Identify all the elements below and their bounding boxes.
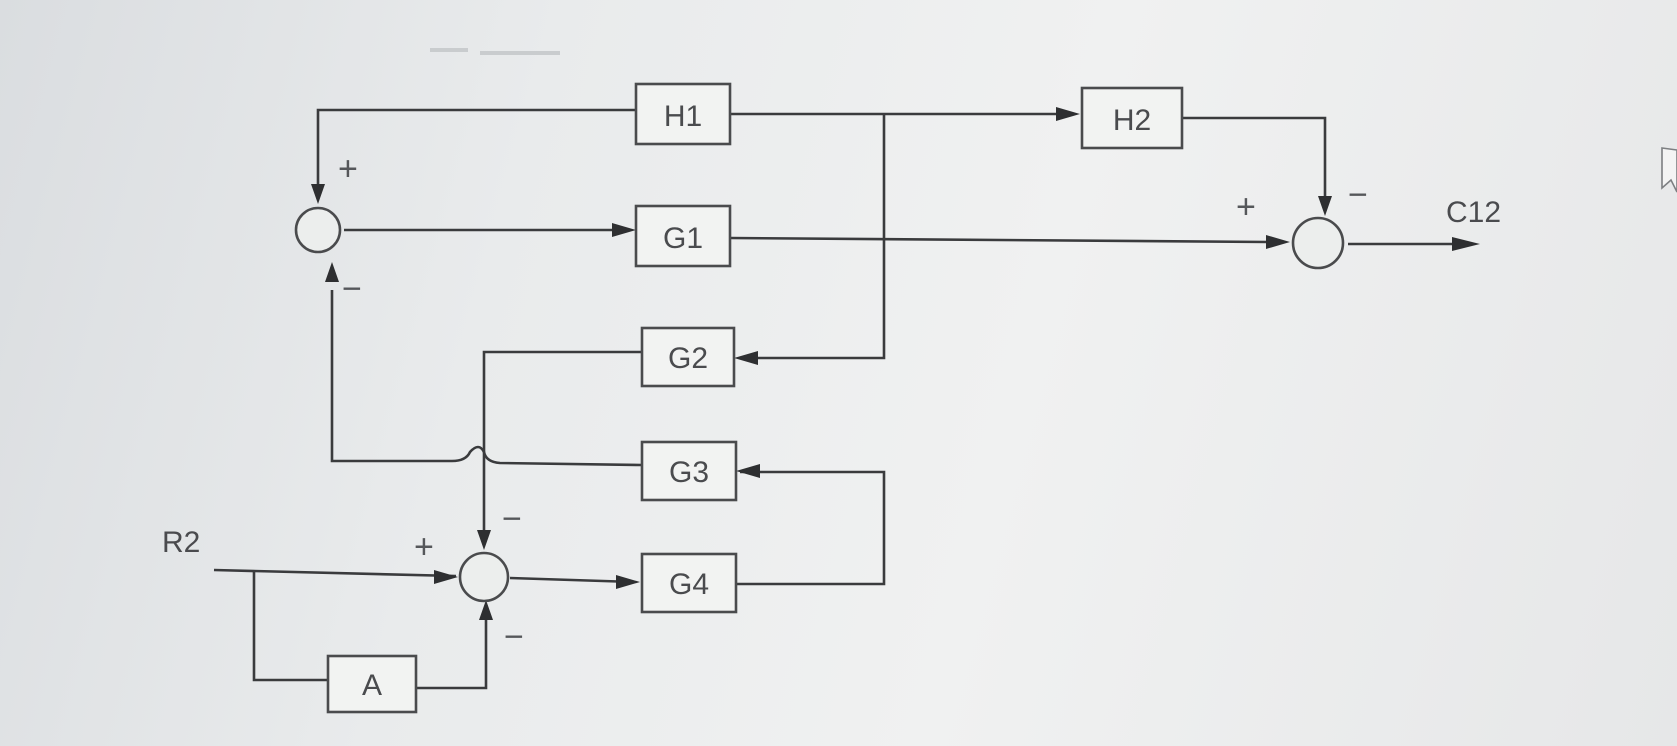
block-a: A [326, 654, 418, 714]
output-label-c12: C12 [1446, 196, 1501, 229]
wire-a-to-s2 [416, 612, 488, 690]
arrow-into-h2 [1056, 107, 1080, 121]
arrow-into-g3 [736, 464, 760, 478]
summing-junction-3 [1291, 216, 1345, 270]
block-g2: G2 [640, 326, 736, 388]
summing-junction-2 [458, 551, 510, 603]
block-a-label: A [362, 669, 382, 702]
block-g3-label: G3 [669, 456, 709, 489]
block-h1: H1 [634, 82, 732, 146]
wire-g1-to-s3 [729, 236, 1269, 244]
block-g4: G4 [640, 552, 738, 614]
arrow-into-s1-top [311, 184, 325, 204]
sign-s2-top: − [502, 500, 522, 538]
arrow-into-g1 [612, 223, 636, 237]
sign-s1-top: + [338, 150, 358, 188]
block-g2-label: G2 [668, 342, 708, 375]
wire-h2-to-s3 [1182, 116, 1327, 200]
summing-junction-1 [294, 206, 342, 254]
arrowheads [311, 107, 1480, 620]
arrow-into-s2-top [477, 530, 491, 550]
block-g1-label: G1 [663, 222, 703, 255]
block-h2-label: H2 [1113, 104, 1151, 137]
arrow-into-s3-left [1266, 235, 1290, 249]
wire-g3-to-s1 [330, 290, 643, 467]
arrow-into-s2-left [434, 570, 458, 584]
block-h1-label: H1 [664, 100, 702, 133]
block-h1-box [634, 82, 732, 146]
sign-s3-left: + [1236, 188, 1256, 226]
block-g4-box [640, 552, 738, 614]
wire-g2-to-s2 [482, 350, 642, 536]
input-label-r2: R2 [162, 526, 200, 559]
mouse-cursor-icon [1661, 147, 1677, 193]
wire-junction-to-g2 [740, 114, 886, 360]
wire-r2-to-s2 [213, 568, 457, 578]
wire-g4-to-g3 [736, 470, 886, 586]
signal-wires [213, 108, 1460, 690]
sign-s2-left: + [414, 528, 434, 566]
sign-s1-bottom: − [342, 270, 362, 308]
arrow-into-g4 [616, 575, 640, 589]
block-a-box [326, 654, 418, 714]
block-g1-box [634, 204, 732, 268]
block-g2-box [640, 326, 736, 388]
block-h2-box [1080, 86, 1184, 150]
block-g4-label: G4 [669, 568, 709, 601]
block-g1: G1 [634, 204, 732, 268]
block-g3-box [640, 440, 738, 502]
sign-s2-bottom: − [504, 618, 524, 656]
block-h2: H2 [1080, 86, 1184, 150]
sign-s3-top: − [1348, 176, 1368, 214]
wire-s2-to-g4 [509, 576, 635, 584]
arrow-into-g2 [734, 351, 758, 365]
arrow-into-s3-top [1318, 196, 1332, 216]
arrow-into-s1-bottom [325, 262, 339, 282]
arrow-output-c12 [1452, 237, 1480, 251]
wire-r2-to-a [252, 571, 330, 682]
wire-h1-to-s1 [316, 108, 636, 188]
block-g3: G3 [640, 440, 738, 502]
arrow-into-s2-bottom [479, 600, 493, 620]
